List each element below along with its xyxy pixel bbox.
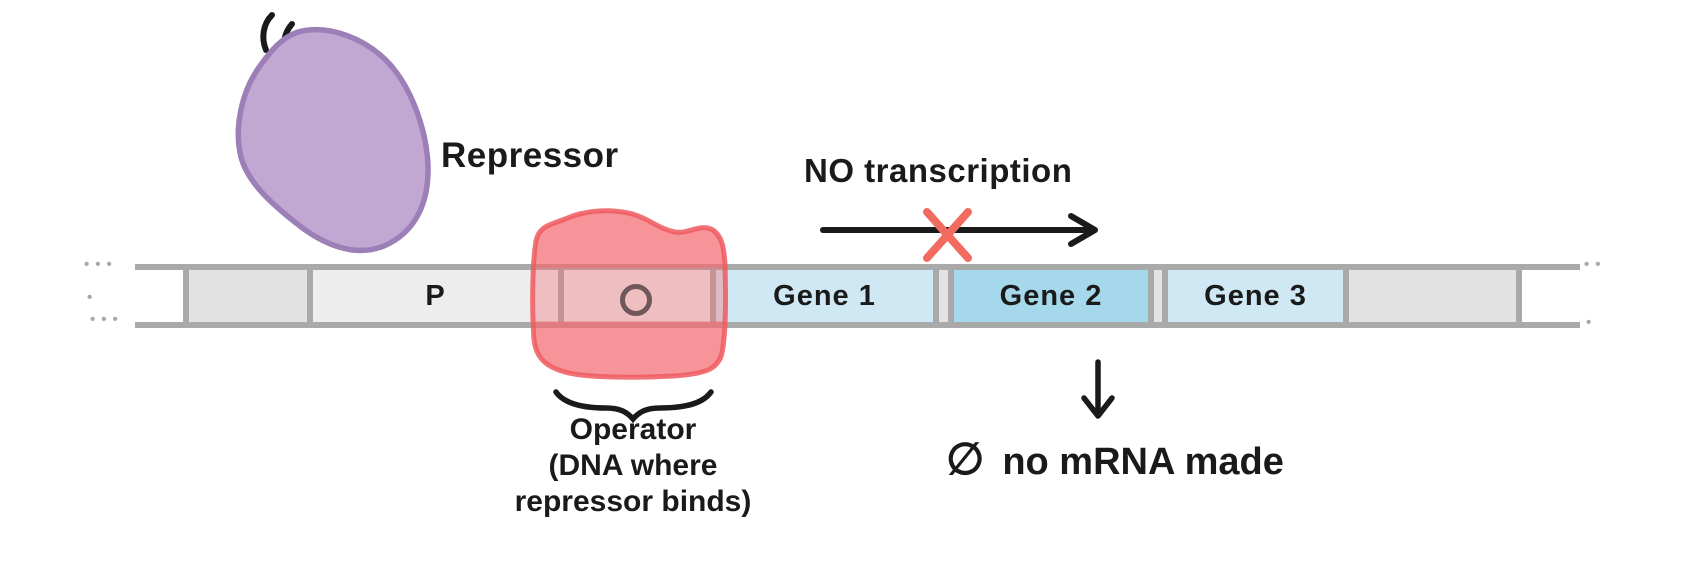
operator-o-ring xyxy=(620,284,652,316)
dna-segment-gene-2: Gene 2 xyxy=(948,270,1148,322)
dna-segment-label-gene-1: Gene 1 xyxy=(773,279,876,312)
operator-caption-line2: (DNA where xyxy=(548,449,718,482)
dna-strand: P Gene 1 Gene 2 Gene 3 xyxy=(135,264,1580,328)
repressor-protein-shape xyxy=(238,29,429,251)
dna-continuation-dots-right-bottom: • xyxy=(1586,314,1598,331)
repressor-label: Repressor xyxy=(441,136,619,175)
operator-caption: Operator (DNA where repressor binds) xyxy=(478,412,788,520)
repressor-protein-blob xyxy=(235,27,431,254)
dna-continuation-dots-left-bottom: ••• xyxy=(90,311,124,328)
operator-caption-line3: repressor binds) xyxy=(514,485,752,518)
dna-segment-gene-1: Gene 1 xyxy=(710,270,933,322)
dna-segment-label-promoter: P xyxy=(425,279,446,312)
down-arrow-icon xyxy=(1081,359,1115,419)
dna-segment-spacer-right xyxy=(1343,270,1522,322)
dna-segment-label-gene-2: Gene 2 xyxy=(999,279,1103,312)
no-transcription-label: NO transcription xyxy=(804,152,1073,189)
empty-set-symbol: ∅ xyxy=(946,435,985,484)
dna-segment-spacer-1 xyxy=(933,270,948,322)
dna-continuation-dots-left-mid: • xyxy=(87,289,99,306)
operator-brace xyxy=(553,389,714,424)
no-mrna-text: no mRNA made xyxy=(1002,441,1284,483)
dna-segment-spacer-left xyxy=(183,270,307,322)
dna-segment-gene-3: Gene 3 xyxy=(1162,270,1343,322)
dna-segment-label-gene-3: Gene 3 xyxy=(1204,279,1307,312)
dna-segment-end-left xyxy=(135,270,183,322)
dna-segment-spacer-2 xyxy=(1148,270,1162,322)
no-mrna-caption: ∅ no mRNA made xyxy=(946,434,1284,485)
x-mark-icon xyxy=(923,208,972,262)
dna-segment-end-right xyxy=(1522,270,1580,322)
operator-caption-line1: Operator xyxy=(569,413,697,446)
dna-continuation-dots-left-top: ••• xyxy=(84,256,118,273)
dna-segment-promoter: P xyxy=(307,270,558,322)
dna-continuation-dots-right-top: •• xyxy=(1584,256,1607,273)
